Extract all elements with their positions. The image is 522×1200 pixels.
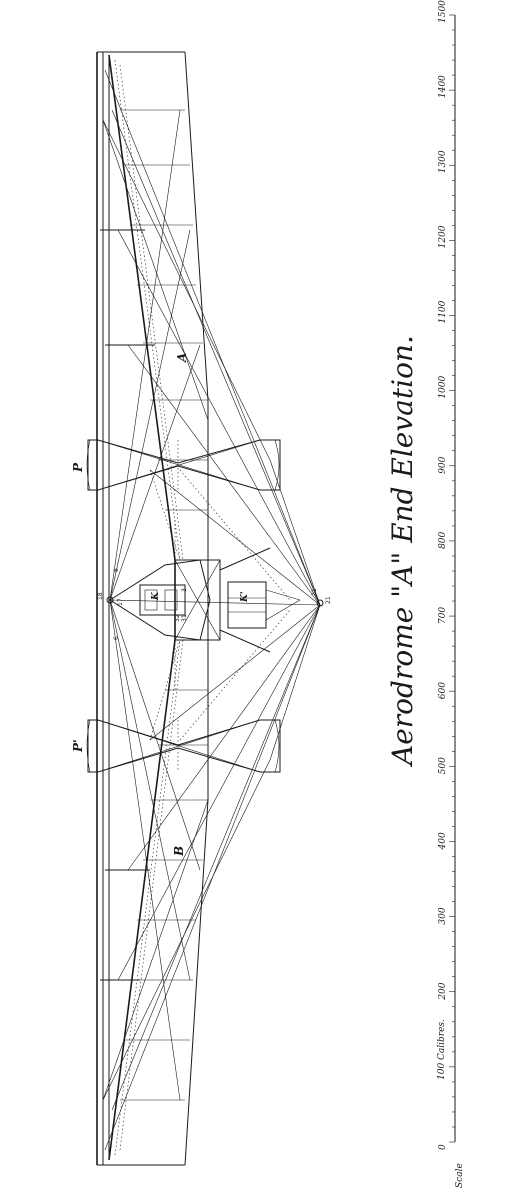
scale-ticks: 0 200 300 400 500 600 700 800 900 1000 1100 1200 130… — [438, 0, 455, 1150]
point-number-17: 17 — [117, 598, 124, 606]
propeller-label-p: P — [71, 462, 85, 473]
scale-tick-label: 800 — [438, 531, 448, 548]
propeller-p — [86, 439, 281, 491]
propeller-p-prime — [86, 719, 281, 773]
point-number-6-upper: 6 — [113, 568, 120, 572]
scale-tick-label: 200 — [438, 982, 448, 1000]
scale-tick-label: 0 — [438, 1144, 448, 1150]
propeller-label-p-prime: P' — [71, 739, 85, 753]
point-number-18: 18 — [97, 592, 104, 600]
point-number-21: 21 — [311, 588, 318, 596]
wing-label-b: B — [172, 846, 186, 857]
scale-label: Scale — [455, 1163, 465, 1188]
hull-label-k-prime: K' — [240, 591, 250, 603]
drawing-title: Aerodrome "A" End Elevation. — [386, 335, 419, 768]
scale-tick-label: 500 — [438, 757, 448, 774]
point-number-21-b: 21 — [325, 596, 332, 604]
wing-label-a: A — [175, 353, 189, 363]
scale-tick-label: 1200 — [438, 225, 448, 248]
scale-tick-label: 300 — [438, 907, 448, 924]
point-number-6-lower: 6 — [113, 636, 120, 640]
wing-frame — [96, 51, 209, 1166]
bracing-wires — [102, 69, 321, 1151]
scale-tick-label: 1400 — [438, 75, 448, 98]
scale-bar: 0 200 300 400 500 600 700 800 900 1000 1100 1200 130… — [438, 0, 456, 1150]
scale-tick-label: 600 — [438, 682, 448, 699]
scale-tick-label: 1500 — [438, 0, 448, 23]
scale-tick-label: 1300 — [438, 150, 448, 173]
scale-tick-label: 400 — [438, 832, 448, 850]
point-number-31: 31 — [181, 614, 188, 622]
scale-unit-note: 100 Calibres. — [437, 1019, 447, 1080]
scale-tick-label: 1100 — [438, 300, 448, 323]
hull-label-k: K — [151, 591, 161, 601]
central-frame — [106, 469, 324, 741]
point-number-3: 3 — [181, 588, 188, 592]
scale-tick-label: 1000 — [438, 375, 448, 398]
scale-tick-label: 900 — [438, 456, 448, 473]
point-number-32: 32 — [174, 614, 181, 622]
scale-tick-label: 700 — [438, 607, 448, 624]
